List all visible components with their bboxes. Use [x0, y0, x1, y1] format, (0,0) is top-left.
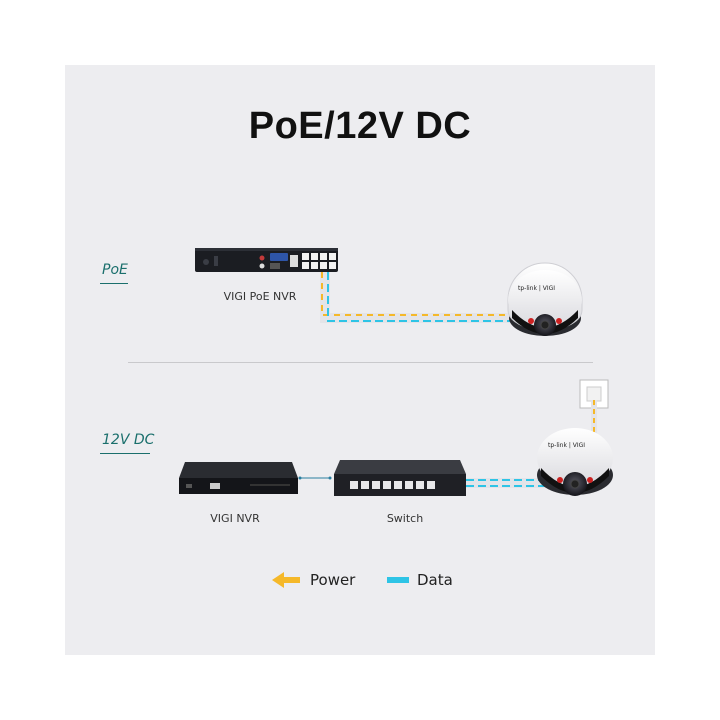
device-label-switch: Switch: [386, 512, 424, 525]
legend-data-label: Data: [417, 571, 453, 589]
switch-device: [334, 460, 466, 496]
section-divider: [128, 362, 593, 363]
dome-camera-poe: tp-link | VIGI: [507, 262, 583, 336]
section-underline-poe: [100, 283, 128, 284]
device-label-poe-nvr: VIGI PoE NVR: [223, 290, 297, 303]
camera-brand-text-1: tp-link | VIGI: [518, 285, 555, 292]
section-label-12v: 12V DC: [102, 432, 155, 448]
dome-camera-12v: tp-link | VIGI: [537, 428, 613, 496]
legend-power-icon: [272, 572, 300, 588]
poe-cable: [320, 272, 528, 323]
nvr-switch-link: [298, 476, 332, 480]
camera-brand-text-2: tp-link | VIGI: [548, 442, 585, 449]
diagram-title: PoE/12V DC: [248, 105, 472, 147]
legend-power-label: Power: [310, 571, 356, 589]
legend-data-icon: [387, 577, 409, 583]
section-label-poe: PoE: [102, 262, 128, 278]
device-label-vigi-nvr: VIGI NVR: [210, 512, 260, 525]
vigi-nvr-device: [179, 462, 298, 494]
section-underline-12v: [100, 453, 150, 454]
poe-nvr-device: [195, 248, 338, 272]
diagram-panel: [65, 65, 655, 655]
